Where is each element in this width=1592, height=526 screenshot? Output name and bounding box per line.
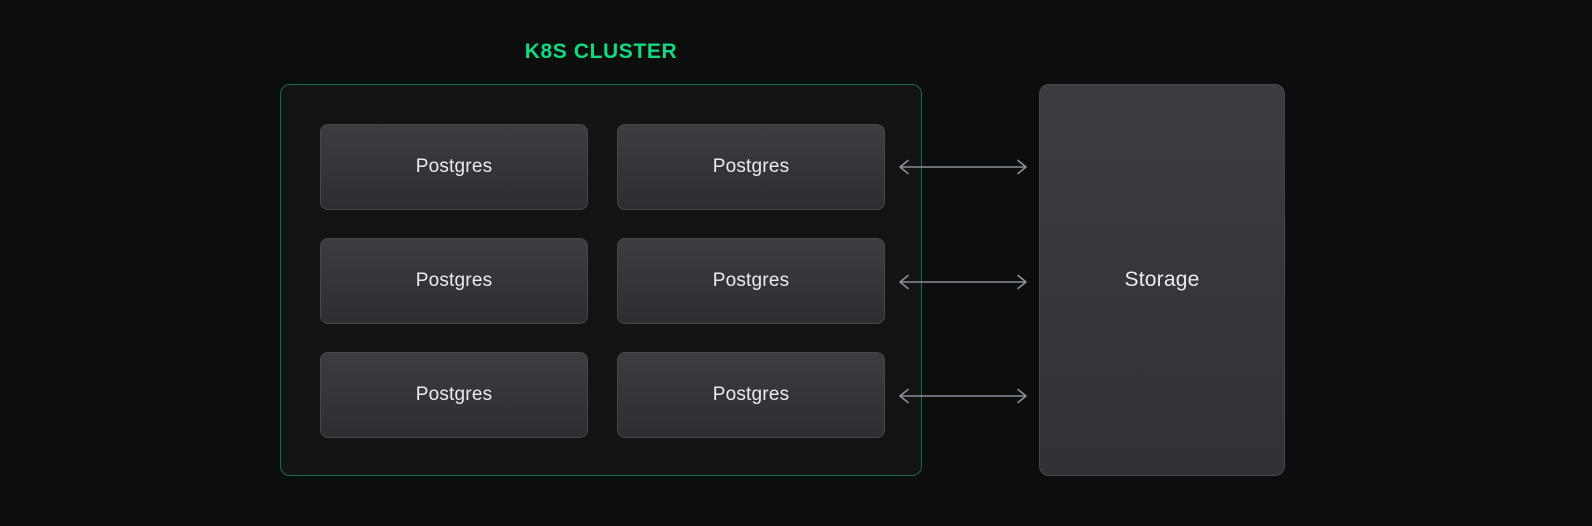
postgres-node-label: Postgres xyxy=(712,270,790,291)
postgres-node[interactable]: Postgres xyxy=(320,238,588,324)
cluster-title: K8S CLUSTER xyxy=(524,40,678,63)
postgres-node-grid: Postgres Postgres Postgres Postgres Post… xyxy=(320,124,885,438)
postgres-node[interactable]: Postgres xyxy=(320,352,588,438)
postgres-node[interactable]: Postgres xyxy=(617,352,885,438)
postgres-node-label: Postgres xyxy=(415,156,493,177)
double-arrow-icon xyxy=(893,158,1033,176)
k8s-cluster-boundary: Postgres Postgres Postgres Postgres Post… xyxy=(280,84,922,476)
postgres-node-label: Postgres xyxy=(712,156,790,177)
postgres-node-label: Postgres xyxy=(415,384,493,405)
double-arrow-icon xyxy=(893,387,1033,405)
storage-node[interactable]: Storage xyxy=(1039,84,1285,476)
postgres-node-label: Postgres xyxy=(415,270,493,291)
postgres-node[interactable]: Postgres xyxy=(617,124,885,210)
double-arrow-icon xyxy=(893,273,1033,291)
postgres-node[interactable]: Postgres xyxy=(320,124,588,210)
postgres-node-label: Postgres xyxy=(712,384,790,405)
postgres-node[interactable]: Postgres xyxy=(617,238,885,324)
storage-node-label: Storage xyxy=(1124,268,1200,291)
